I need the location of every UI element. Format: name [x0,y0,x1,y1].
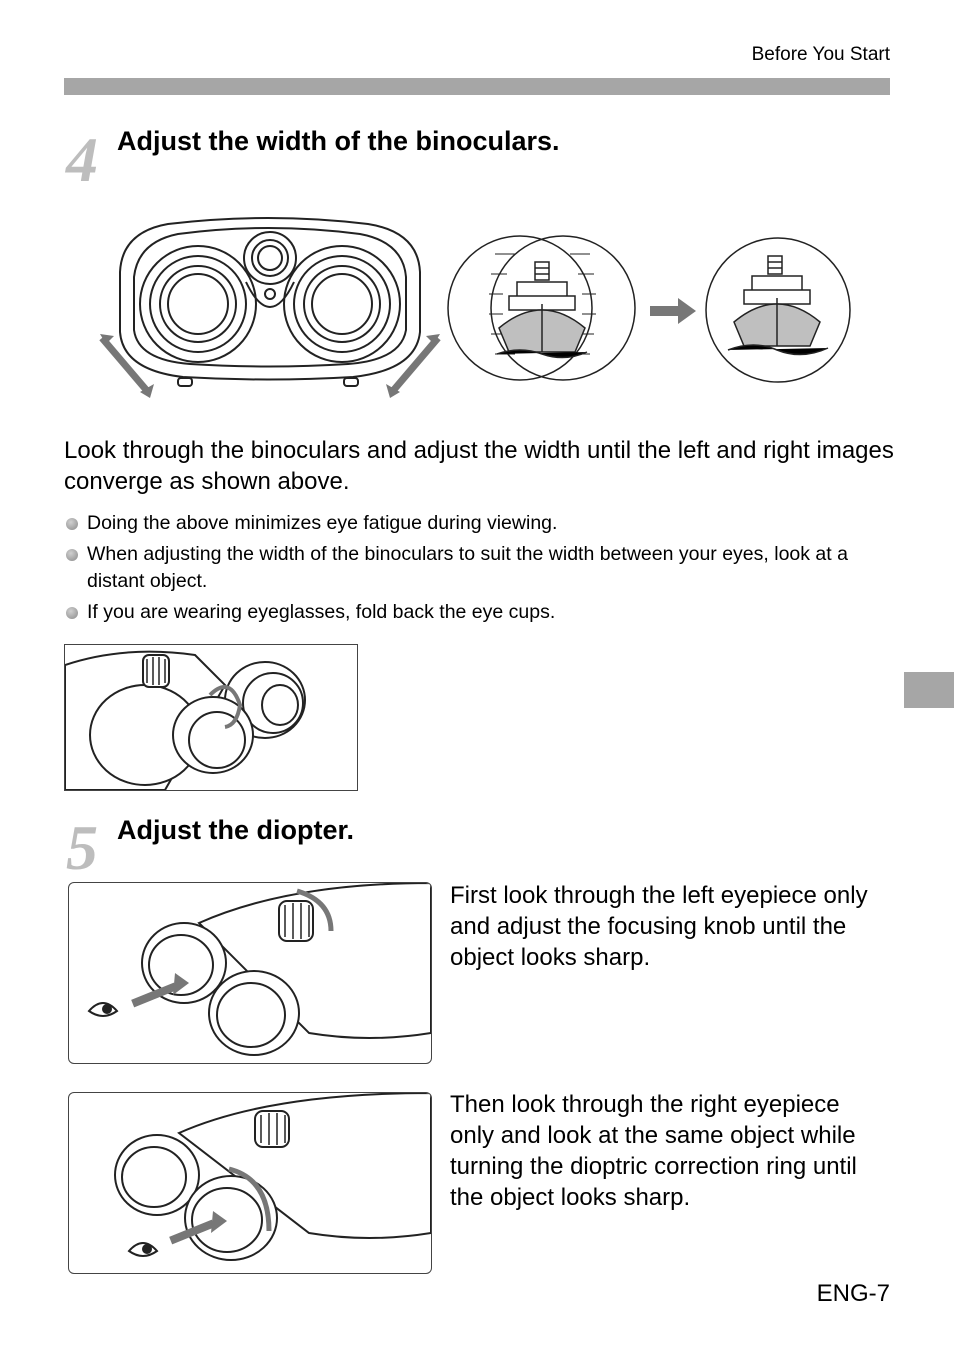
arrow-right-icon [650,298,696,324]
step-number-5: 5 [66,812,98,883]
step-4-title: Adjust the width of the binoculars. [117,126,560,156]
step-number-4: 4 [66,124,98,195]
list-item: When adjusting the width of the binocula… [64,541,894,595]
step-5-title: Adjust the diopter. [117,815,355,845]
step-5-instruction-right: Then look through the right eyepiece onl… [450,1091,857,1211]
rotation-arrow-icon [296,888,334,932]
list-item: If you are wearing eyeglasses, fold back… [64,599,894,626]
eye-icon [87,1002,119,1017]
side-tab [904,672,954,708]
left-eyepiece-illustration [68,882,432,1064]
section-header: Before You Start [751,44,890,65]
bullet-icon [66,607,78,619]
bullet-icon [66,518,78,530]
arrow-icon [131,973,189,1008]
converged-ship-image [704,236,852,384]
binoculars-front-illustration [98,212,443,402]
step-4-description: Look through the binoculars and adjust t… [64,437,894,495]
header-bar [64,78,890,95]
page-number: ENG-7 [816,1280,890,1307]
eyecup-fold-illustration [64,644,358,791]
bullet-icon [66,549,78,561]
right-eyepiece-illustration [68,1092,432,1274]
ship-image-icon [445,234,640,382]
eye-icon [127,1242,159,1257]
list-item: Doing the above minimizes eye fatigue du… [64,510,894,537]
step-5-instruction-left: First look through the left eyepiece onl… [450,882,868,971]
rotation-arrow-icon [228,1166,272,1232]
arrow-icon [169,1211,227,1245]
rotation-arrow-icon [208,685,243,729]
step-4-notes: Doing the above minimizes eye fatigue du… [64,510,894,630]
